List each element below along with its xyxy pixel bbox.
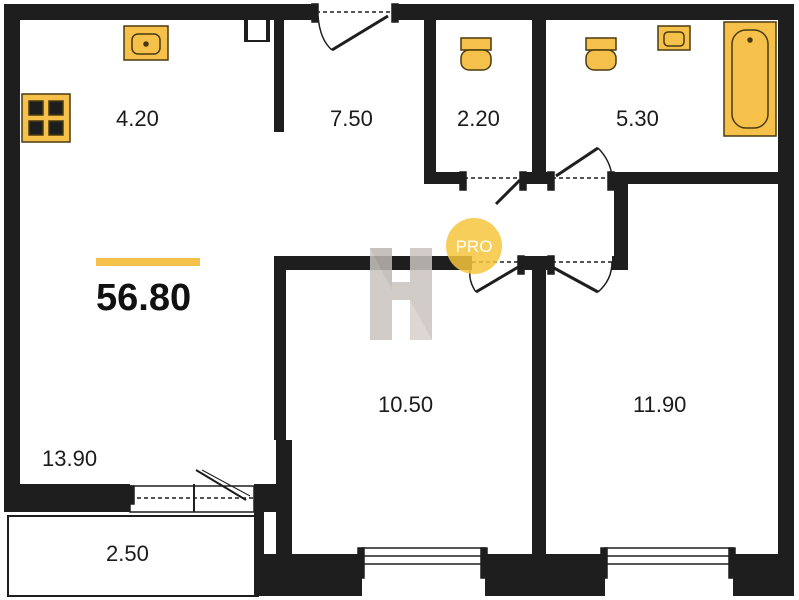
room-area-kitchen: 4.20: [116, 106, 159, 131]
wall-wet-bottom-c: [612, 172, 794, 184]
fixtures: [21, 21, 777, 143]
bathtub-icon: [723, 21, 777, 137]
watermark: PRO: [370, 218, 502, 340]
wall-left: [4, 4, 20, 512]
door-bedroom-right: [547, 255, 613, 294]
watermark-letter-icon: [370, 248, 432, 340]
wall-toilet-left: [424, 20, 436, 184]
total-area: 56.80: [96, 277, 191, 319]
watermark-badge-icon: [446, 218, 502, 274]
toilet-icon: [460, 37, 492, 71]
watermark-badge-text: PRO: [456, 237, 493, 256]
walls: [4, 4, 794, 596]
wall-wet-bottom-b: [524, 172, 552, 184]
wall-toilet-bath: [532, 20, 546, 184]
wall-hall-stub: [274, 20, 284, 132]
room-area-bedroom-left: 10.50: [378, 392, 433, 417]
wall-column-inner: [248, 20, 266, 40]
wall-living-bedroom: [274, 256, 286, 440]
door-entrance: [311, 3, 399, 52]
door-balcony: [193, 469, 251, 512]
wall-top-right: [396, 4, 794, 20]
wall-bottom-left: [262, 554, 362, 596]
wall-corridor-right: [614, 172, 628, 268]
wall-balcony-top-left: [4, 484, 130, 512]
wall-wet-bottom-a: [424, 172, 464, 184]
room-area-bedroom-right: 11.90: [633, 392, 686, 417]
room-area-hall: 7.50: [330, 106, 373, 131]
window-bedroom-left: [357, 547, 488, 579]
bathroom-toilet-icon: [585, 37, 617, 71]
stove-icon: [21, 93, 71, 143]
windows: [125, 485, 736, 579]
door-bathroom: [547, 146, 615, 191]
wall-bottom-right: [733, 554, 794, 596]
window-balcony-door: [125, 485, 255, 513]
doors: [193, 3, 615, 512]
wall-top-left: [4, 4, 316, 20]
wall-bottom-middle: [485, 554, 605, 596]
wall-right: [778, 4, 794, 570]
room-area-bathroom: 5.30: [616, 106, 659, 131]
door-toilet: [459, 171, 527, 206]
total-area-accent-bar: [96, 258, 200, 266]
kitchen-sink-icon: [123, 25, 169, 61]
room-area-toilet: 2.20: [457, 106, 500, 131]
wall-bedrooms-divider: [532, 256, 546, 554]
room-area-living-room: 13.90: [42, 446, 97, 471]
bathroom-sink-icon: [657, 25, 691, 51]
balcony-outline: [7, 515, 259, 597]
window-bedroom-right: [600, 547, 736, 579]
room-area-balcony: 2.50: [106, 541, 149, 566]
wall-bedroom-top-c: [612, 256, 628, 270]
